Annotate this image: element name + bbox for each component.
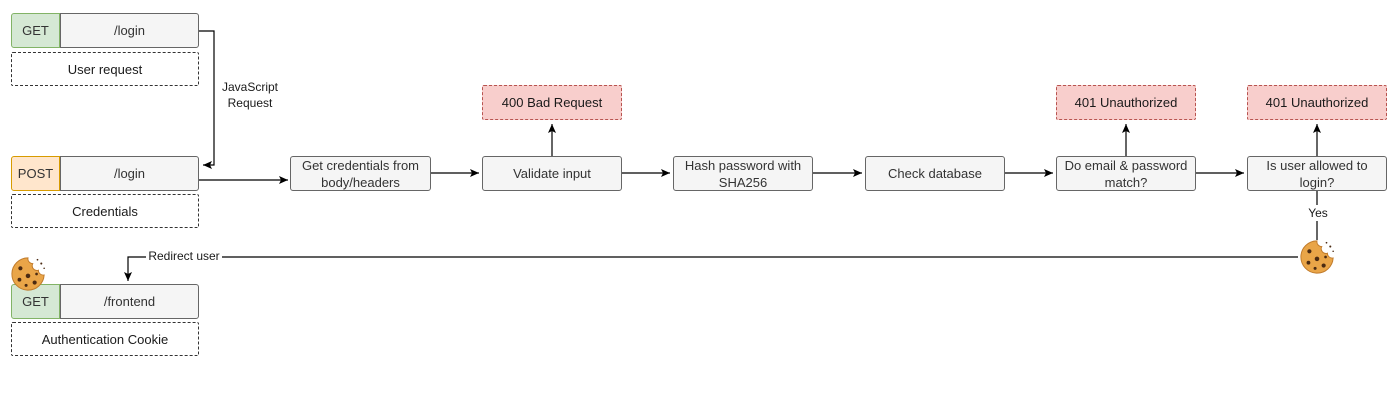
step-label: Hash password with SHA256	[684, 157, 802, 190]
method-label: GET	[22, 294, 49, 309]
step-check-database: Check database	[865, 156, 1005, 191]
cookie-icon	[1300, 240, 1334, 274]
post-login-path: /login	[60, 156, 199, 191]
get-login-path: /login	[60, 13, 199, 48]
post-login-method: POST	[11, 156, 60, 191]
method-label: GET	[22, 23, 49, 38]
step-label: Do email & password match?	[1064, 157, 1188, 190]
note-label: Credentials	[72, 203, 138, 219]
error-400-bad-request: 400 Bad Request	[482, 85, 622, 120]
error-label: 401 Unauthorized	[1265, 95, 1369, 110]
step-label: Check database	[888, 166, 982, 181]
method-label: POST	[17, 166, 54, 181]
step-hash-password: Hash password with SHA256	[673, 156, 813, 191]
redirect-user-label: Redirect user	[146, 248, 222, 264]
javascript-request-label: JavaScript Request	[217, 79, 283, 111]
error-label: 400 Bad Request	[501, 95, 603, 110]
step-label: Get credentials from body/headers	[301, 157, 420, 190]
note-label: User request	[67, 61, 143, 77]
get-login-method: GET	[11, 13, 60, 48]
note-label: Authentication Cookie	[41, 331, 169, 347]
error-401-unauthorized-match: 401 Unauthorized	[1056, 85, 1196, 120]
path-label: /login	[113, 166, 146, 181]
get-frontend-path: /frontend	[60, 284, 199, 319]
path-label: /login	[113, 23, 146, 38]
user-request-note: User request	[11, 52, 199, 86]
cookie-icon	[11, 257, 45, 291]
error-401-unauthorized-allowed: 401 Unauthorized	[1247, 85, 1387, 120]
get-frontend-method: GET	[11, 284, 60, 319]
authentication-cookie-note: Authentication Cookie	[11, 322, 199, 356]
step-validate-input: Validate input	[482, 156, 622, 191]
credentials-note: Credentials	[11, 194, 199, 228]
edge-get-login-to-post-login	[199, 30, 215, 169]
step-label: Validate input	[513, 166, 591, 181]
step-label: Is user allowed to login?	[1266, 157, 1368, 190]
yes-label: Yes	[1306, 205, 1330, 221]
step-email-password-match: Do email & password match?	[1056, 156, 1196, 191]
path-label: /frontend	[103, 294, 156, 309]
edge-redirect-user	[124, 256, 1298, 281]
step-get-credentials: Get credentials from body/headers	[290, 156, 431, 191]
error-label: 401 Unauthorized	[1074, 95, 1178, 110]
step-user-allowed: Is user allowed to login?	[1247, 156, 1387, 191]
